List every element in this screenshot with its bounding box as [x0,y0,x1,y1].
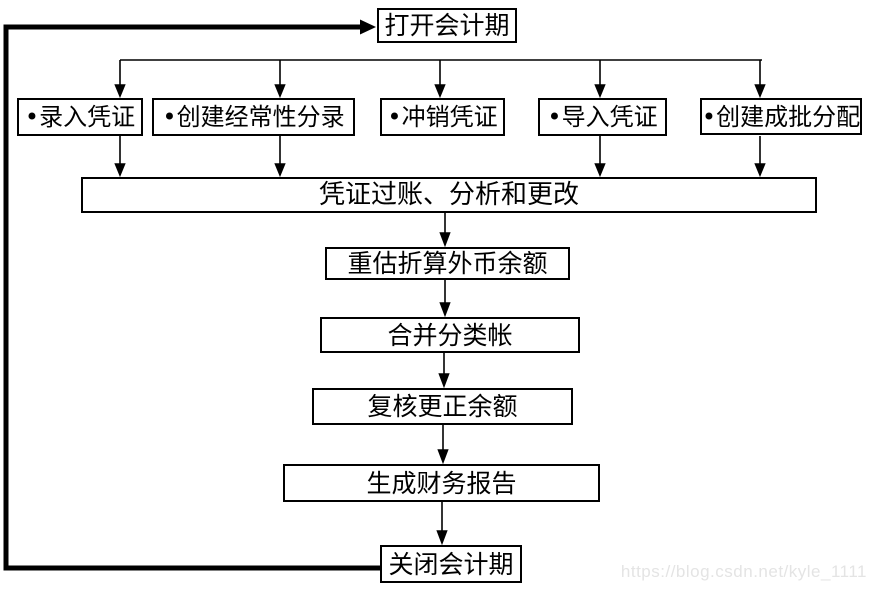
arrowhead [437,449,449,465]
loop-arrowhead [360,19,376,35]
arrowhead [436,530,448,546]
arrowhead [438,373,450,389]
arrowhead [439,302,451,318]
flow-node-label: 重估折算外币余额 [347,249,548,278]
flow-node-label: 合并分类帐 [387,320,513,350]
flow-node-label: 关闭会计期 [388,549,514,579]
flow-node-label: 凭证过账、分析和更改 [318,180,579,210]
flow-node-label: •导入凭证 [547,103,658,131]
flow-node-label: •录入凭证 [24,103,136,131]
flow-node-open-period: 打开会计期 [377,8,517,43]
flow-node-label: 生成财务报告 [366,468,517,498]
flow-node-label: •冲销凭证 [387,103,498,131]
arrowhead [114,84,126,99]
flow-node-close-period: 关闭会计期 [380,545,522,583]
arrowhead [754,84,766,99]
arrowhead [274,84,286,99]
flow-node-reverse-journal: •冲销凭证 [380,98,505,136]
flow-node-label: 复核更正余额 [367,392,518,421]
arrowhead [274,163,286,178]
flow-node-review-balance: 复核更正余额 [312,388,573,425]
flow-node-revalue: 重估折算外币余额 [325,247,570,280]
arrowhead [594,84,606,99]
flow-node-label: •创建成批分配 [701,102,861,131]
watermark-text: https://blog.csdn.net/kyle_1111 [620,562,867,581]
flow-node-enter-journal: •录入凭证 [17,98,143,136]
flow-node-label: 打开会计期 [384,11,510,40]
arrowhead [434,84,446,99]
flow-node-consolidate: 合并分类帐 [320,317,580,353]
arrowhead [594,163,606,178]
flow-node-post-analyze: 凭证过账、分析和更改 [81,177,817,213]
arrowhead [439,232,451,248]
flow-node-label: •创建经常性分录 [162,103,345,131]
flow-node-mass-allocation: •创建成批分配 [700,98,862,135]
arrowhead [754,163,766,178]
flow-node-create-recurring: •创建经常性分录 [152,98,355,136]
flow-node-import-journal: •导入凭证 [538,98,667,136]
arrowhead [114,163,126,178]
flow-node-report: 生成财务报告 [283,464,600,502]
